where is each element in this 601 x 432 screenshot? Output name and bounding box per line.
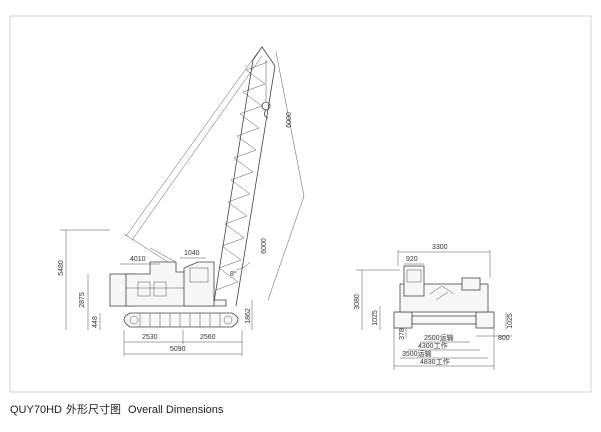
side-tail-dim: 2530 [142,334,158,341]
side-crawler-track [123,312,239,328]
front-width-top-dim: 3300 [432,244,448,251]
front-left-track [393,311,413,329]
side-boom [213,46,276,307]
front-shoe-dim: 800 [498,335,510,342]
front-dim-3: 3500运输 [402,349,432,358]
side-pivot-dim: 1040 [184,250,200,257]
front-view: 3300 920 3080 1025 378 1025 800 2500运输 4… [354,244,514,370]
drawing-frame [9,15,592,393]
side-angle-label: 8° [230,270,237,278]
front-cab [403,265,425,297]
front-dim-4: 4830工作 [420,357,450,366]
side-offset-dim: 4010 [130,256,146,263]
caption-english: Overall Dimensions [128,404,224,416]
caption-chinese: 外形尺寸图 [65,404,121,416]
front-height-dim: 3080 [354,294,361,310]
side-view: 8° 6000 6000 4010 1040 5480 2875 448 186… [58,46,305,356]
side-boom-upper-dim: 6000 [286,112,293,128]
side-boom-lower-dim: 6000 [261,238,268,254]
side-mid-height-dim: 2875 [79,292,86,308]
front-track-height-dim: 1025 [372,310,379,326]
front-dim-2: 4300工作 [418,341,448,350]
front-ground-dim: 378 [399,328,406,340]
side-height-dim: 5480 [58,260,65,276]
side-cab [183,261,215,307]
front-cab-dim: 920 [406,256,418,263]
side-upper-house [125,261,227,307]
front-right-track [475,311,495,329]
side-front-dim: 2560 [200,334,216,341]
caption-model: QUY70HD [10,404,62,416]
front-dim-1: 2500运输 [424,333,454,342]
side-total-dim: 5090 [170,346,186,353]
side-track-height-dim: 1862 [245,308,252,324]
side-clearance-dim: 448 [92,316,99,328]
front-track-height-right-dim: 1025 [507,313,514,329]
